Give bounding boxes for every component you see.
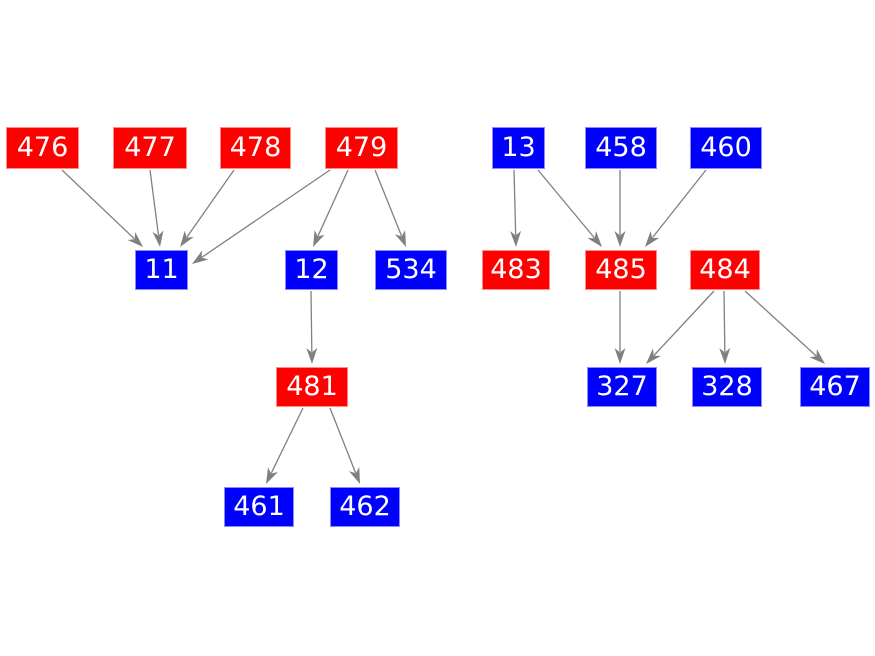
edge-line <box>653 290 715 356</box>
graph-node-477[interactable]: 477 <box>113 127 187 169</box>
graph-node-label: 483 <box>490 253 542 285</box>
graph-node-label: 534 <box>385 253 437 285</box>
edge-line <box>374 169 403 237</box>
graph-node-label: 478 <box>229 131 282 163</box>
edge-arrowhead <box>587 231 602 247</box>
edge-arrowhead <box>266 467 278 484</box>
graph-node-461[interactable]: 461 <box>224 487 294 527</box>
graph-node-label: 481 <box>286 370 338 402</box>
graph-node-467[interactable]: 467 <box>800 367 870 407</box>
graph-node-label: 485 <box>595 253 647 285</box>
graph-edge-460-to-485 <box>645 169 707 247</box>
edge-arrowhead <box>809 349 825 364</box>
graph-node-label: 458 <box>595 131 647 163</box>
graph-edge-13-to-485 <box>537 169 602 247</box>
edge-line <box>310 290 313 353</box>
graph-edge-476-to-11 <box>61 169 143 247</box>
edge-arrowhead <box>510 230 522 247</box>
edge-line <box>201 169 331 258</box>
graph-edge-484-to-467 <box>744 290 825 364</box>
edge-line <box>537 169 595 239</box>
edge-arrowhead <box>180 230 194 247</box>
graph-node-label: 484 <box>699 253 751 285</box>
edge-line <box>651 169 707 238</box>
graph-edge-485-to-327 <box>614 291 626 364</box>
edge-arrowhead <box>306 347 318 364</box>
edge-line <box>149 169 160 236</box>
graph-node-label: 476 <box>16 131 69 163</box>
graph-node-460[interactable]: 460 <box>690 127 762 169</box>
edge-arrowhead <box>152 230 164 247</box>
edge-line <box>186 169 235 238</box>
graph-node-label: 12 <box>294 253 329 285</box>
edge-arrowhead <box>394 230 406 247</box>
graph-node-label: 327 <box>596 370 648 402</box>
graph-edge-479-to-12 <box>313 169 349 247</box>
edge-arrowhead <box>646 348 661 364</box>
edge-arrowhead <box>349 467 360 484</box>
edge-arrowhead <box>645 231 660 247</box>
graph-node-13[interactable]: 13 <box>492 127 545 169</box>
graph-node-11[interactable]: 11 <box>135 250 188 290</box>
graph-node-483[interactable]: 483 <box>482 250 550 290</box>
edge-line <box>61 169 135 240</box>
graph-node-label: 467 <box>809 370 861 402</box>
graph-edge-484-to-327 <box>646 290 715 364</box>
graph-node-534[interactable]: 534 <box>375 250 447 290</box>
edge-line <box>513 169 517 236</box>
edge-arrowhead <box>614 348 626 364</box>
graph-node-476[interactable]: 476 <box>6 127 79 169</box>
graph-edge-478-to-11 <box>180 169 235 247</box>
edge-line <box>270 407 304 474</box>
graph-node-327[interactable]: 327 <box>587 367 657 407</box>
graph-node-479[interactable]: 479 <box>325 127 398 169</box>
graph-node-label: 11 <box>144 253 179 285</box>
graph-node-label: 328 <box>701 370 753 402</box>
edge-line <box>329 407 357 474</box>
graph-edge-12-to-481 <box>306 290 318 364</box>
edge-line <box>723 290 726 353</box>
graph-edge-484-to-328 <box>719 290 731 364</box>
edge-arrowhead <box>313 230 325 247</box>
graph-edge-477-to-11 <box>149 169 164 247</box>
graph-node-484[interactable]: 484 <box>690 250 760 290</box>
edge-arrowhead <box>614 231 626 247</box>
graph-edge-481-to-462 <box>329 407 360 484</box>
graph-node-label: 479 <box>335 131 388 163</box>
graph-edge-13-to-483 <box>510 169 522 247</box>
graph-node-485[interactable]: 485 <box>585 250 657 290</box>
graph-node-label: 477 <box>124 131 176 163</box>
edge-arrowhead <box>192 250 209 264</box>
graph-edge-481-to-461 <box>266 407 304 484</box>
graph-node-462[interactable]: 462 <box>330 487 400 527</box>
graph-node-label: 461 <box>233 490 285 522</box>
graph-node-label: 462 <box>339 490 391 522</box>
graph-node-458[interactable]: 458 <box>585 127 657 169</box>
graph-node-478[interactable]: 478 <box>220 127 291 169</box>
graph-edge-479-to-534 <box>374 169 406 247</box>
edge-line <box>744 290 817 357</box>
graph-node-328[interactable]: 328 <box>692 367 762 407</box>
graph-node-12[interactable]: 12 <box>285 250 338 290</box>
edge-arrowhead <box>127 231 143 247</box>
edge-line <box>317 169 349 237</box>
graph-node-481[interactable]: 481 <box>276 367 348 407</box>
edge-arrowhead <box>719 347 731 364</box>
graph-edge-458-to-485 <box>614 170 626 247</box>
graph-node-label: 460 <box>700 131 752 163</box>
graph-node-label: 13 <box>501 131 536 163</box>
